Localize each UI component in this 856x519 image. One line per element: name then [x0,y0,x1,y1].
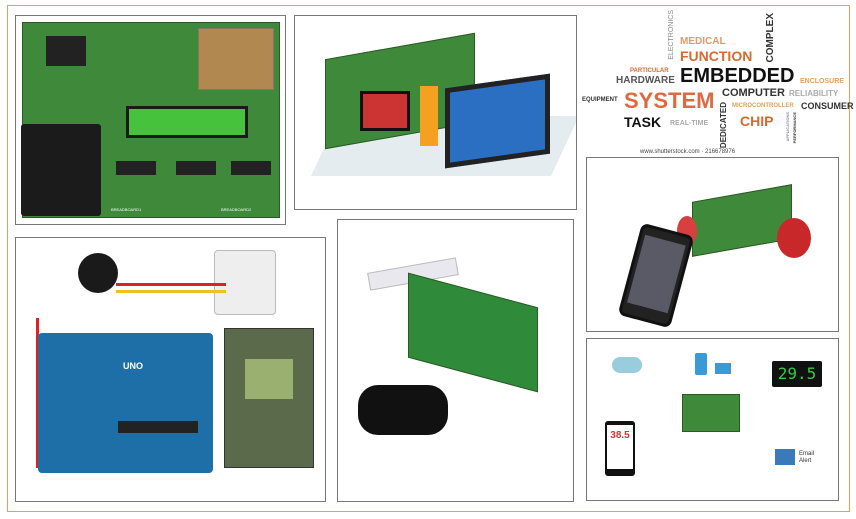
email-icon [715,363,731,374]
wheel [777,218,811,258]
email-alert-icon [775,449,795,465]
word: COMPUTER [722,87,785,99]
iot-diagram-image: 29.5 38.5 Email Alert [586,338,839,501]
chip [231,161,271,175]
cloud-icon [612,357,642,373]
phone-value: 38.5 [610,430,630,441]
word: MEDICAL [680,36,726,47]
proto-area [198,28,274,90]
watermark: www.shutterstock.com · 216678976 [640,149,736,155]
raspberry-pi-camera-image [337,219,574,502]
dev-board-image: BREADBOARD1 BREADBOARD2 [15,15,286,225]
smartphone [617,222,695,329]
gsm-module [224,328,314,468]
buzzer [78,253,118,293]
word: SYSTEM [624,88,715,113]
arduino-board: UNO [38,333,213,473]
robot-chassis [692,184,792,257]
word: COMPLEX [765,13,776,63]
word: ELECTRONICS [668,10,675,60]
word: RELIABILITY [789,89,839,98]
word: EQUIPMENT [582,97,618,103]
thermometer-display: 29.5 [772,361,822,387]
wire [36,318,39,468]
board-label: BREADBOARD1 [111,207,142,212]
embedded-word-cloud: ELECTRONICS MEDICAL FUNCTION COMPLEX PAR… [580,10,854,155]
word: MICROCONTROLLER [732,103,794,109]
word: FUNCTION [680,48,753,64]
keypad [21,124,101,216]
collage-frame [7,5,850,512]
lcd-screen [360,91,410,131]
chip [46,36,86,66]
word: REAL-TIME [670,120,709,127]
email-alert-label: Email Alert [799,451,815,465]
word: EMBEDDED [680,65,795,87]
wire [116,290,226,293]
word: DEDICATED [719,102,728,149]
chip [176,161,216,175]
pir-sensor [214,250,276,315]
word: CHIP [740,113,774,129]
robot-car-image [586,157,839,332]
raspberry-pi-board [682,394,740,432]
touch-screen [445,73,550,169]
raspberry-pi-board [408,272,538,393]
word: TASK [624,114,662,130]
word: APPLICATIONS [785,112,790,142]
lcd-display [126,106,248,138]
word: PARTICULAR [630,68,669,74]
board-label: BREADBOARD2 [221,207,252,212]
word: CONSUMER [801,101,854,111]
ribbon [420,86,438,146]
chip [116,161,156,175]
arduino-circuit-image: UNO [15,237,326,502]
wire [116,283,226,286]
phone: 38.5 [605,421,635,476]
mobile-icon [695,353,707,375]
thermometer-value: 29.5 [777,364,817,383]
fpga-board-image [294,15,577,210]
camera-module [358,385,448,435]
word: PERFORMANCE [792,112,797,144]
word: ENCLOSURE [800,78,844,85]
chip [118,421,198,433]
board-label: UNO [123,361,143,371]
word: HARDWARE [616,75,675,86]
